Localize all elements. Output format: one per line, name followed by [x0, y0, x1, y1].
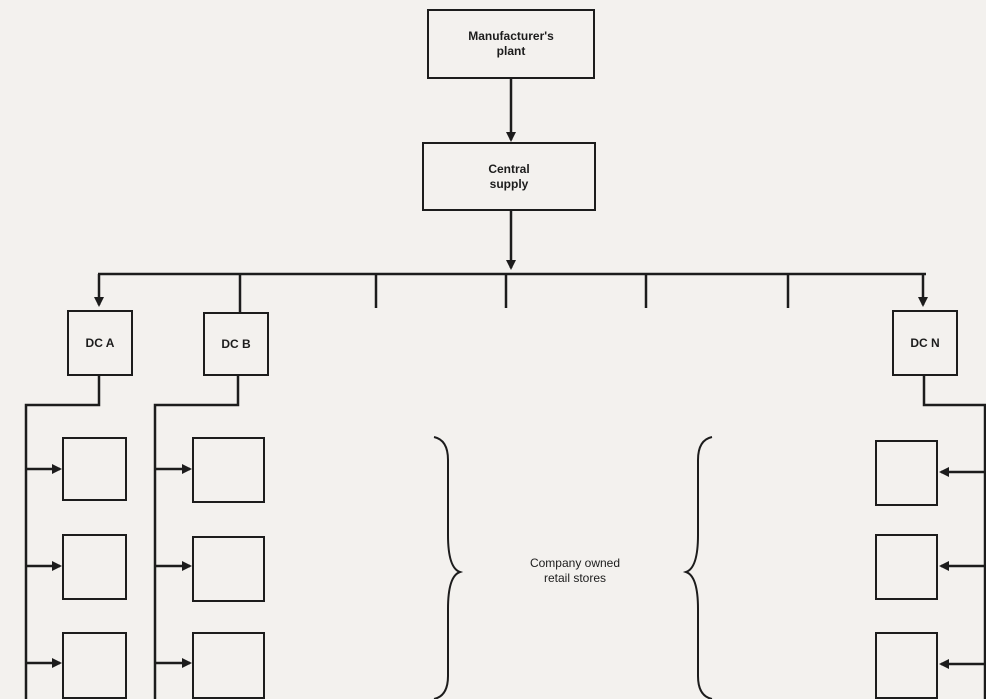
manufacturers-plant-box: Manufacturer's plant [427, 9, 595, 79]
dc-a-label: DC A [86, 336, 115, 351]
store-box [62, 632, 127, 699]
dc-b-label: DC B [221, 337, 250, 352]
right-brace [686, 437, 712, 699]
central-supply-box: Central supply [422, 142, 596, 211]
manufacturers-plant-label: Manufacturer's plant [468, 29, 554, 59]
dc-n-label: DC N [910, 336, 939, 351]
company-owned-retail-stores-label: Company owned retail stores [470, 556, 680, 586]
store-box [192, 632, 265, 699]
store-box [875, 534, 938, 600]
store-box [192, 536, 265, 602]
store-box [192, 437, 265, 503]
dc-b-box: DC B [203, 312, 269, 376]
dc-n-box: DC N [892, 310, 958, 376]
store-box [875, 440, 938, 506]
left-brace [434, 437, 460, 699]
store-box [875, 632, 938, 699]
store-box [62, 437, 127, 501]
dc-a-box: DC A [67, 310, 133, 376]
central-supply-label: Central supply [488, 162, 529, 192]
store-box [62, 534, 127, 600]
